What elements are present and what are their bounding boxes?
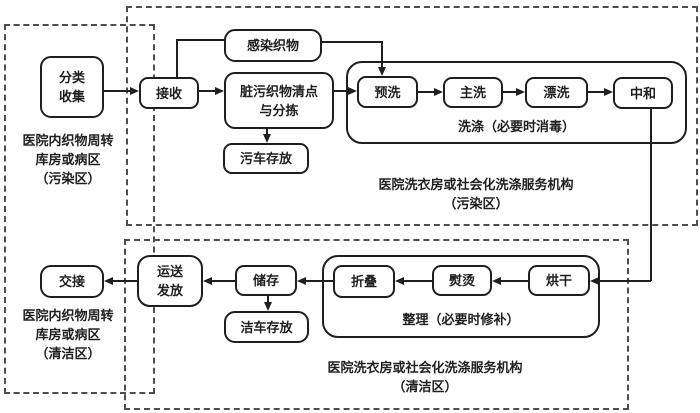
arrowhead-fold-to-storage	[297, 277, 306, 285]
line-receive-to-sorting	[199, 90, 215, 92]
arrowhead-sorting-to-dirtycart	[263, 134, 271, 143]
node-rinse: 漂洗	[525, 77, 588, 108]
node-iron: 熨烫	[432, 265, 492, 296]
node-prewash: 预洗	[357, 76, 418, 108]
arrowhead-iron-to-fold	[395, 277, 404, 285]
zone-label-laundry-clean: 医院洗衣房或社会化洗涤服务机构 （清洁区）	[327, 360, 523, 394]
line-receive-to-infected	[177, 39, 224, 41]
line-sorting-to-prewash	[334, 90, 348, 92]
line-neutralize-down	[650, 108, 652, 281]
zone-laundry-clean	[124, 239, 629, 410]
zone-hospital-turnover	[4, 24, 155, 394]
line-mainwash-to-rinse	[503, 91, 516, 93]
node-clean-cart-storage: 洁车存放	[224, 311, 309, 343]
node-infected-textiles: 感染织物	[224, 29, 322, 62]
arrowhead-mainwash-to-rinse	[516, 88, 525, 96]
arrowhead-neutralize-to-dry	[590, 277, 599, 285]
arrowhead-receive-to-sorting	[215, 87, 224, 95]
arrowhead-storage-to-cleancart	[264, 302, 272, 311]
arrowhead-storage-to-transport	[203, 277, 212, 285]
arrowhead-classify-to-receive	[130, 87, 139, 95]
line-neutralize-to-dry	[599, 280, 651, 282]
arrowhead-infected-to-prewash	[378, 67, 386, 76]
arrowhead-prewash-to-mainwash	[434, 88, 443, 96]
zone-label-turnover-clean: 医院内织物周转 库房或病区 （清洁区）	[22, 308, 114, 361]
line-prewash-to-mainwash	[418, 91, 434, 93]
node-dirty-cart-storage: 污车存放	[223, 143, 309, 174]
line-infected-right	[322, 41, 382, 43]
node-main-wash: 主洗	[443, 77, 503, 108]
line-iron-to-fold	[404, 280, 432, 282]
line-transport-to-handover	[113, 280, 137, 282]
arrowhead-sorting-to-prewash	[348, 87, 357, 95]
arrowhead-dry-to-iron	[492, 277, 501, 285]
washing-group-label: 洗涤（必要时消毒）	[457, 119, 575, 134]
node-dry: 烘干	[528, 265, 590, 296]
tidying-group-label: 整理（必要时修补）	[402, 312, 520, 327]
line-storage-to-transport	[212, 280, 235, 282]
node-neutralize: 中和	[613, 77, 673, 109]
line-infected-down	[381, 41, 383, 67]
line-storage-to-cleancart	[267, 296, 269, 303]
node-receive: 接收	[139, 77, 199, 109]
zone-label-turnover-contaminated: 医院内织物周转 库房或病区 （污染区）	[22, 133, 114, 186]
zone-label-laundry-contaminated: 医院洗衣房或社会化洗涤服务机构 （污染区）	[378, 177, 574, 211]
zone-laundry-contaminated	[126, 6, 698, 226]
line-rinse-to-neutralize	[588, 91, 604, 93]
arrowhead-rinse-to-neutralize	[604, 88, 613, 96]
node-transport-issue: 运送 发放	[137, 255, 203, 307]
node-handover: 交接	[40, 265, 104, 298]
line-fold-to-storage	[306, 280, 333, 282]
line-classify-to-receive	[104, 90, 130, 92]
node-sorting: 脏污织物清点 与分拣	[224, 72, 334, 129]
arrowhead-transport-to-handover	[104, 277, 113, 285]
node-classify-collect: 分类 收集	[40, 56, 104, 118]
line-receive-up	[176, 39, 178, 78]
line-sorting-to-dirtycart	[266, 129, 268, 135]
node-storage: 储存	[235, 265, 297, 296]
node-fold: 折叠	[333, 265, 395, 298]
line-dry-to-iron	[501, 280, 528, 282]
